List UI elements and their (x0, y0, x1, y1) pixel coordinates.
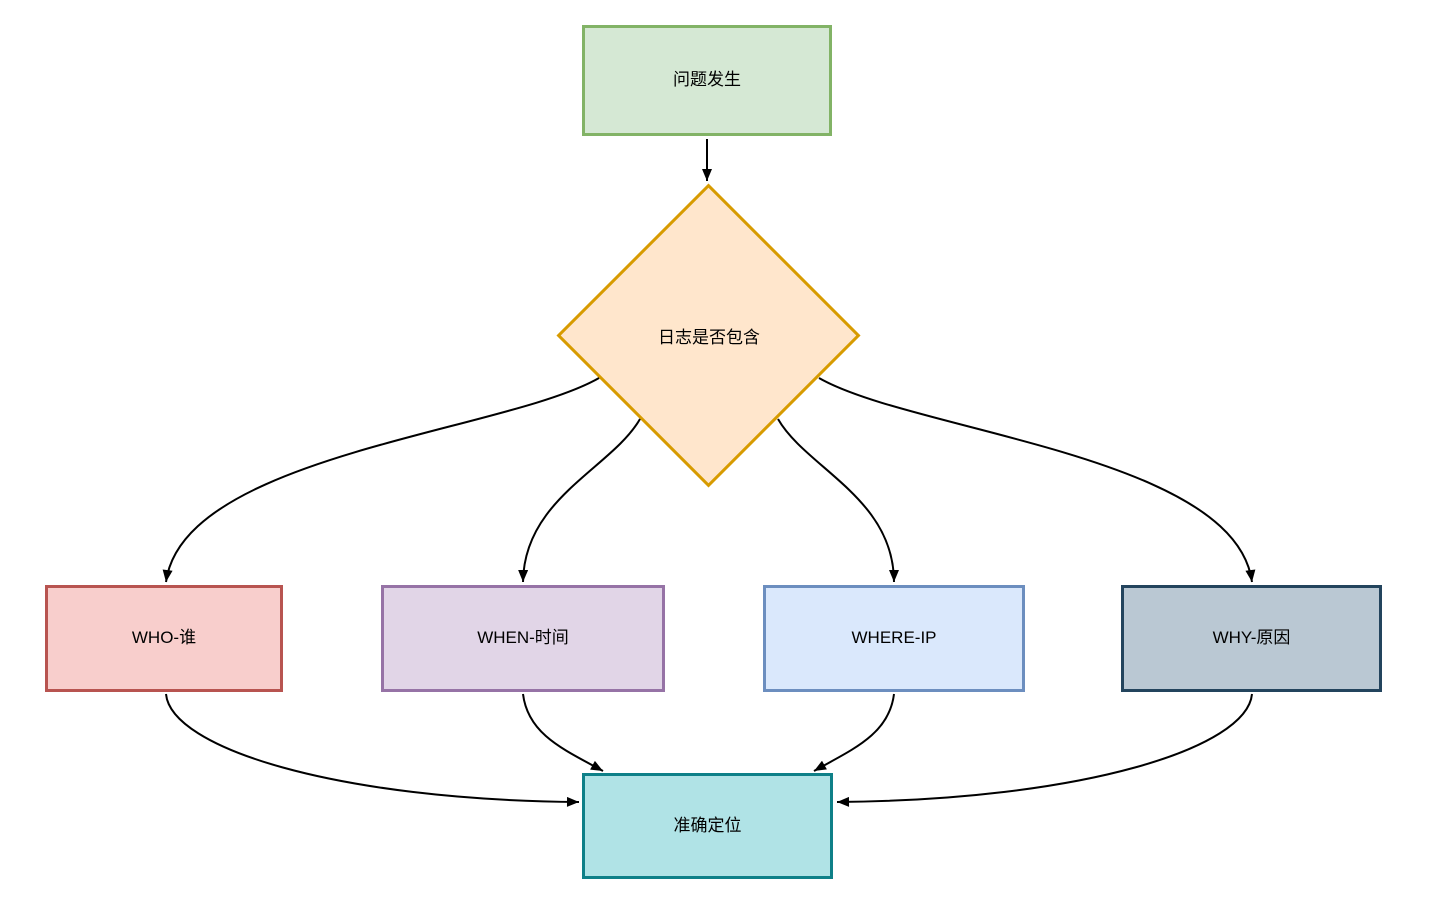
edge-decision-to-why (818, 377, 1256, 583)
node-locate: 准确定位 (582, 773, 833, 879)
node-locate-label: 准确定位 (673, 815, 742, 835)
edge-where-to-locate (813, 693, 895, 772)
node-where: WHERE-IP (763, 585, 1025, 692)
node-problem-label: 问题发生 (673, 70, 741, 90)
node-why-label: WHY-原因 (1212, 628, 1291, 648)
node-decision-label: 日志是否包含 (658, 328, 760, 347)
node-why: WHY-原因 (1121, 585, 1382, 692)
node-when: WHEN-时间 (381, 585, 665, 692)
node-when-label: WHEN-时间 (477, 628, 569, 648)
edge-decision-to-who (162, 377, 600, 583)
node-decision-label-box: 日志是否包含 (557, 184, 861, 487)
edge-why-to-locate (836, 693, 1253, 807)
node-who: WHO-谁 (45, 585, 283, 692)
edge-who-to-locate (165, 693, 580, 807)
edge-when-to-locate (522, 693, 604, 772)
node-where-label: WHERE-IP (851, 628, 937, 648)
node-problem-start: 问题发生 (582, 25, 832, 136)
node-who-label: WHO-谁 (131, 628, 197, 648)
